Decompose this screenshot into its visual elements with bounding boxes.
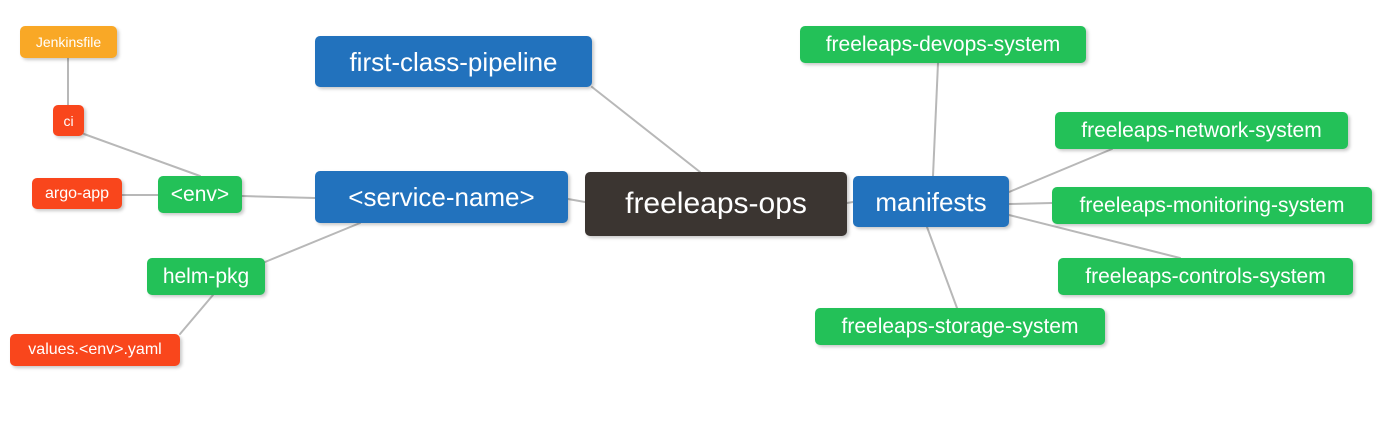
mindmap-node-freeleaps-controls-system[interactable]: freeleaps-controls-system [1058,258,1353,295]
mindmap-node-freeleaps-network-system[interactable]: freeleaps-network-system [1055,112,1348,149]
node-label-freeleaps-controls-system: freeleaps-controls-system [1085,265,1326,288]
node-label-freeleaps-network-system: freeleaps-network-system [1081,119,1322,142]
mindmap-node-values-yaml[interactable]: values.<env>.yaml [10,334,180,366]
mindmap-node-service-name[interactable]: <service-name> [315,171,568,223]
mindmap-node-jenkinsfile[interactable]: Jenkinsfile [20,26,117,58]
mindmap-node-ci[interactable]: ci [53,105,84,136]
mindmap-node-manifests[interactable]: manifests [853,176,1009,227]
node-label-jenkinsfile: Jenkinsfile [35,34,102,50]
mindmap-node-freeleaps-storage-system[interactable]: freeleaps-storage-system [815,308,1105,345]
mindmap-node-env[interactable]: <env> [158,176,242,213]
node-label-freeleaps-devops-system: freeleaps-devops-system [825,33,1061,56]
mindmap-node-freeleaps-ops[interactable]: freeleaps-ops [585,172,847,236]
node-label-freeleaps-monitoring-system: freeleaps-monitoring-system [1079,194,1345,217]
edge-freeleaps-ops-to-service-name [567,198,586,203]
edge-helm-pkg-to-values-yaml [179,294,214,335]
node-label-argo-app: argo-app [44,184,110,202]
mindmap-node-helm-pkg[interactable]: helm-pkg [147,258,265,295]
edge-manifests-to-freeleaps-devops-system [932,62,939,177]
node-label-ci: ci [63,112,74,129]
mindmap-node-first-class-pipeline[interactable]: first-class-pipeline [315,36,592,87]
edge-manifests-to-freeleaps-monitoring-system [1008,202,1053,205]
edge-manifests-to-freeleaps-storage-system [926,226,958,309]
node-label-freeleaps-ops: freeleaps-ops [625,187,807,220]
edge-service-name-to-env [241,195,316,199]
mindmap-node-freeleaps-monitoring-system[interactable]: freeleaps-monitoring-system [1052,187,1372,224]
edge-freeleaps-ops-to-first-class-pipeline [591,86,701,173]
node-label-env: <env> [170,183,230,206]
edge-manifests-to-freeleaps-network-system [1008,148,1113,193]
node-label-manifests: manifests [875,186,987,217]
node-label-values-yaml: values.<env>.yaml [28,341,162,358]
edge-service-name-to-helm-pkg [264,222,361,263]
node-label-first-class-pipeline: first-class-pipeline [349,46,558,77]
node-label-service-name: <service-name> [348,182,535,212]
node-label-freeleaps-storage-system: freeleaps-storage-system [841,315,1079,338]
mindmap-node-freeleaps-devops-system[interactable]: freeleaps-devops-system [800,26,1086,63]
edge-env-to-ci [83,133,201,177]
mindmap-node-argo-app[interactable]: argo-app [32,178,122,209]
node-label-helm-pkg: helm-pkg [162,265,250,288]
